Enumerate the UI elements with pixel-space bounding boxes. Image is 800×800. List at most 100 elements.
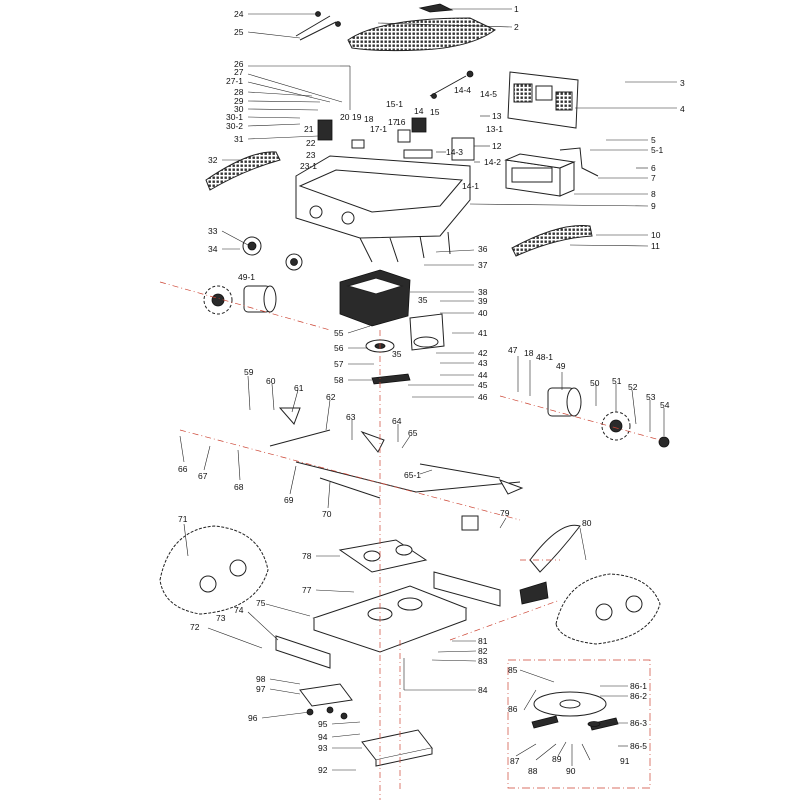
- callout-label-8: 8: [651, 189, 656, 199]
- callout-label-14-3: 14-3: [446, 147, 463, 157]
- callout-label-36: 36: [478, 244, 488, 254]
- callout-label-3: 3: [680, 78, 685, 88]
- callout-label-68: 68: [234, 482, 244, 492]
- chassis-frame-part: [269, 407, 524, 531]
- callout-label-37: 37: [478, 260, 488, 270]
- callout-label-5: 5: [651, 135, 656, 145]
- belt-part: [371, 373, 411, 385]
- callout-label-86-5: 86-5: [630, 741, 647, 751]
- callout-label-65: 65: [408, 428, 418, 438]
- callout-label-17: 17: [388, 117, 398, 127]
- right-track-part: [555, 573, 661, 645]
- left-drive-motor-part: [203, 285, 277, 315]
- assembly-centerlines: [159, 281, 661, 800]
- right-side-mesh-part: [511, 225, 593, 257]
- right-drive-motor-part: [547, 387, 670, 448]
- callout-label-98: 98: [256, 674, 266, 684]
- callout-label-20: 20: [340, 112, 350, 122]
- callout-label-7: 7: [651, 173, 656, 183]
- callout-label-49-1: 49-1: [238, 272, 255, 282]
- control-components-part: [317, 117, 475, 161]
- callout-label-16: 16: [396, 117, 406, 127]
- callout-label-86: 86: [508, 704, 518, 714]
- callout-label-39: 39: [478, 296, 488, 306]
- callout-label-80: 80: [582, 518, 592, 528]
- callout-label-40: 40: [478, 308, 488, 318]
- bracket-part: [559, 147, 599, 177]
- callout-label-85: 85: [508, 665, 518, 675]
- callout-label-42: 42: [478, 348, 488, 358]
- left-deck-skirt-part: [275, 635, 331, 669]
- rod-part: [295, 11, 341, 41]
- callout-label-41: 41: [478, 328, 488, 338]
- callout-label-13: 13: [492, 111, 502, 121]
- callout-label-45: 45: [478, 380, 488, 390]
- callout-label-15-1: 15-1: [386, 99, 403, 109]
- callout-label-92: 92: [318, 765, 328, 775]
- callout-label-79: 79: [500, 508, 510, 518]
- callout-label-30-2: 30-2: [226, 121, 243, 131]
- engine-part: [339, 269, 411, 327]
- callout-label-74: 74: [234, 605, 244, 615]
- callout-label-34: 34: [208, 244, 218, 254]
- callout-label-55: 55: [334, 328, 344, 338]
- callout-label-15: 15: [430, 107, 440, 117]
- blade-assembly-part: [531, 691, 619, 731]
- callout-label-90: 90: [566, 766, 576, 776]
- callout-label-23-1: 23-1: [300, 161, 317, 171]
- callout-label-70: 70: [322, 509, 332, 519]
- callout-label-67: 67: [198, 471, 208, 481]
- callout-label-82: 82: [478, 646, 488, 656]
- callout-label-18a: 18: [364, 114, 374, 124]
- callout-label-75: 75: [256, 598, 266, 608]
- callout-label-13-1: 13-1: [486, 124, 503, 134]
- callout-label-47: 47: [508, 345, 518, 355]
- callout-label-86-2: 86-2: [630, 691, 647, 701]
- callout-label-14-5: 14-5: [480, 89, 497, 99]
- callout-label-83: 83: [478, 656, 488, 666]
- callout-label-48-1: 48-1: [536, 352, 553, 362]
- callout-label-56: 56: [334, 343, 344, 353]
- cover-plate-part: [299, 683, 353, 720]
- callout-label-54: 54: [660, 400, 670, 410]
- callout-label-9: 9: [651, 201, 656, 211]
- callout-label-5-1: 5-1: [651, 145, 664, 155]
- callout-label-21: 21: [304, 124, 314, 134]
- callout-label-73: 73: [216, 613, 226, 623]
- callout-label-89: 89: [552, 754, 562, 764]
- callout-label-28: 28: [234, 87, 244, 97]
- callout-label-17-1: 17-1: [370, 124, 387, 134]
- callout-label-84: 84: [478, 685, 488, 695]
- callout-label-49: 49: [556, 361, 566, 371]
- callout-label-10: 10: [651, 230, 661, 240]
- callout-label-18b: 18: [524, 348, 534, 358]
- callout-label-14-4: 14-4: [454, 85, 471, 95]
- callout-label-26: 26: [234, 59, 244, 69]
- callout-label-43: 43: [478, 358, 488, 368]
- callout-label-27-1: 27-1: [226, 76, 243, 86]
- callout-label-14-1: 14-1: [462, 181, 479, 191]
- top-grille-part: [347, 3, 496, 52]
- left-axle-part: [242, 236, 303, 271]
- callout-label-32: 32: [208, 155, 218, 165]
- callout-label-87: 87: [510, 756, 520, 766]
- callout-label-64: 64: [392, 416, 402, 426]
- callout-label-23: 23: [306, 150, 316, 160]
- callout-label-95: 95: [318, 719, 328, 729]
- leader-lines: [179, 8, 677, 771]
- callout-label-77: 77: [302, 585, 312, 595]
- callout-label-50: 50: [590, 378, 600, 388]
- rear-panel-part: [507, 71, 579, 129]
- left-side-mesh-part: [205, 151, 281, 191]
- callout-label-86-3: 86-3: [630, 718, 647, 728]
- callout-label-30: 30: [234, 104, 244, 114]
- gearbox-part: [365, 313, 445, 353]
- callout-label-35a: 35: [418, 295, 428, 305]
- callout-label-19: 19: [352, 112, 362, 122]
- callout-label-66: 66: [178, 464, 188, 474]
- callout-label-27: 27: [234, 67, 244, 77]
- callout-label-38: 38: [478, 287, 488, 297]
- callout-label-12: 12: [492, 141, 502, 151]
- callout-label-2: 2: [514, 22, 519, 32]
